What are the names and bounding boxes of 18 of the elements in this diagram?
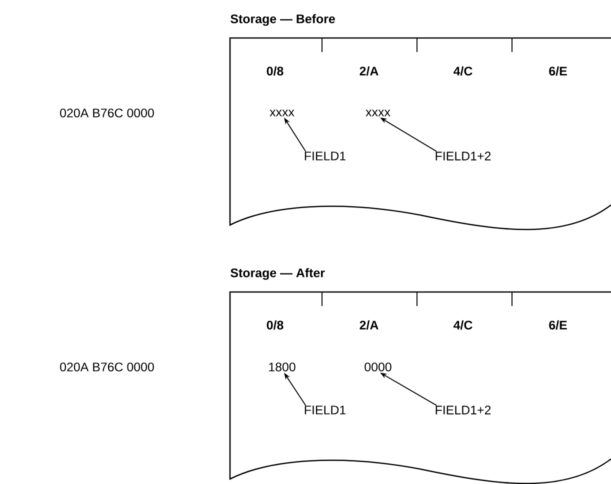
field-label: FIELD1+2 [436, 152, 491, 160]
register-contents: 020A B76C 0000 [60, 362, 154, 372]
memory-value: xxxx [366, 110, 390, 116]
field-label: FIELD1 [304, 406, 346, 414]
memory-value: 0000 [364, 362, 392, 372]
memory-value: 1800 [269, 362, 296, 372]
column-header: 2/A [360, 320, 378, 330]
field-label: FIELD1+2 [436, 406, 491, 414]
column-header: 2/A [360, 66, 378, 76]
column-header: 4/C [454, 66, 472, 76]
column-header: 6/E [549, 320, 567, 330]
column-header: 0/8 [266, 66, 284, 76]
memory-value: xxxx [270, 110, 294, 116]
field-label: FIELD1 [304, 152, 346, 160]
column-header: 0/8 [266, 320, 284, 330]
register-contents: 020A B76C 0000 [60, 108, 154, 118]
column-header: 6/E [549, 66, 567, 76]
column-header: 4/C [454, 320, 472, 330]
